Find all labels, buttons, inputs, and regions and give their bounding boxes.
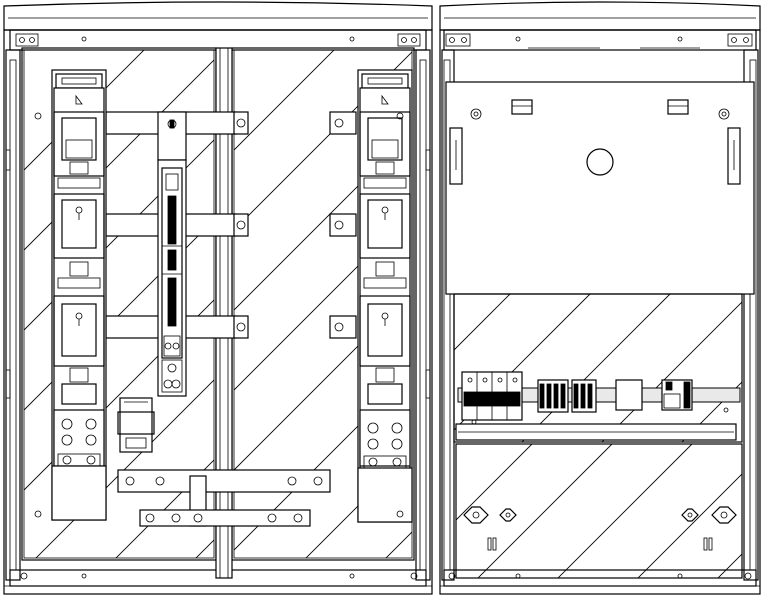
cable-gland-3 — [681, 508, 699, 522]
cable-gland-4 — [711, 506, 737, 524]
control-relay — [661, 379, 693, 411]
earth-busbar — [117, 469, 331, 527]
meter-mounting-plate — [445, 81, 755, 295]
fuse-disconnector-left — [51, 69, 107, 521]
inline-fuse-unit — [157, 111, 187, 397]
terminal-block-group-1 — [537, 379, 569, 413]
neutral-terminal-block — [117, 397, 155, 453]
terminal-block-group-2 — [571, 379, 597, 413]
lower-door-glass — [455, 443, 743, 579]
cable-gland-2 — [499, 508, 517, 522]
cable-gland-1 — [463, 506, 489, 524]
fuse-disconnector-right — [357, 69, 413, 523]
surge-arrester — [461, 371, 523, 421]
din-spacer — [615, 379, 643, 411]
